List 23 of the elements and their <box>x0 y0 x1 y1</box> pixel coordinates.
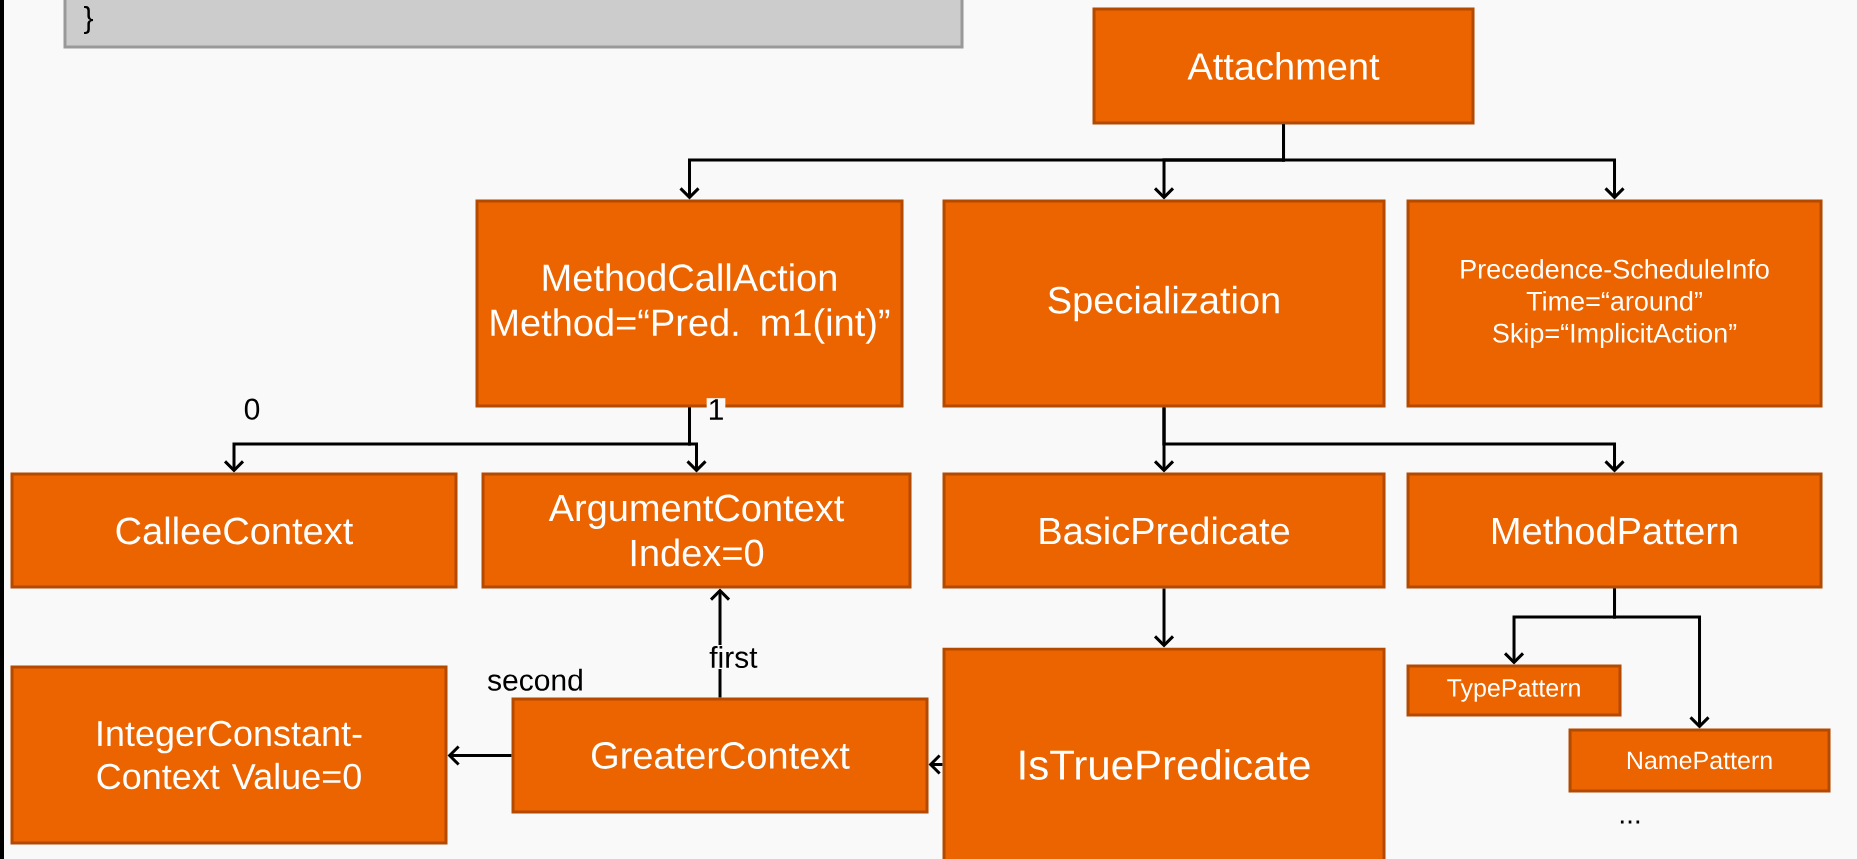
class-box: Attachment <box>1092 7 1475 125</box>
class-box: MethodPattern <box>1406 472 1823 589</box>
class-box: IntegerConstant-Context Value=0 <box>10 665 448 845</box>
arrow <box>1153 588 1175 648</box>
edge-label: 1 <box>706 398 726 421</box>
class-box: GreaterContext <box>511 697 929 814</box>
class-box: Specialization <box>942 199 1386 408</box>
code-box: } <box>63 0 964 49</box>
arrow <box>1282 124 1625 200</box>
class-box: IsTruePredicate <box>942 647 1386 859</box>
class-box: Precedence-ScheduleInfo Time=“around” Skip=“ImplicitAction” <box>1406 199 1823 408</box>
edge-label: first <box>708 645 759 669</box>
arrow <box>447 745 512 766</box>
edge-label: second <box>486 667 585 692</box>
class-box: CalleeContext <box>10 472 458 589</box>
arrow <box>1613 588 1710 729</box>
class-box: BasicPredicate <box>942 472 1386 589</box>
arrow <box>1162 407 1625 473</box>
class-box: TypePattern <box>1406 664 1622 717</box>
arrow <box>686 407 707 473</box>
ellipsis: ... <box>1620 820 1640 824</box>
class-box: ArgumentContext Index=0 <box>481 472 912 589</box>
class-box: NamePattern <box>1568 728 1831 793</box>
